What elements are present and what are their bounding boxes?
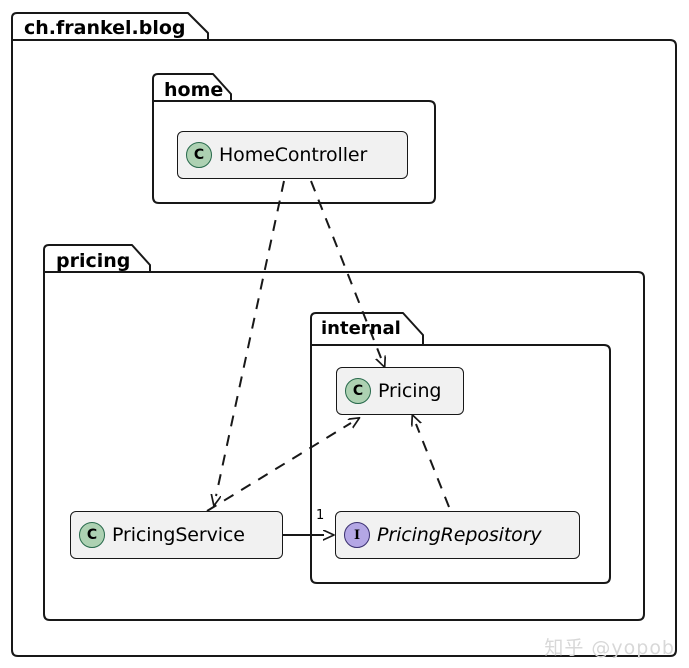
package-tab-root [11,12,209,40]
class-stereotype-icon: C [79,522,105,548]
watermark: 知乎 @yopob [544,637,675,659]
edge-pricingrepository-to-pricing [416,424,450,508]
package-tab-home [152,73,232,101]
class-stereotype-icon: C [186,142,212,168]
edge-pricingservice-to-pricing [206,423,351,512]
package-label-home: home [164,79,224,101]
package-label-ch-frankel-blog: ch.frankel.blog [24,17,186,39]
class-name-pricingservice: PricingService [112,524,245,546]
package-tab-pricing [43,244,151,272]
class-name-homecontroller: HomeController [219,144,368,166]
interface-stereotype-icon: I [344,522,370,548]
class-node-pricing[interactable]: C Pricing [336,367,464,415]
class-node-homecontroller[interactable]: C HomeController [177,131,408,179]
edge-homecontroller-to-pricingservice [216,180,285,496]
class-stereotype-icon: C [345,378,371,404]
package-label-pricing: pricing [56,250,131,272]
package-label-internal: internal [321,318,401,339]
package-tab-internal [310,312,424,345]
class-name-pricingrepository: PricingRepository [377,524,542,546]
class-node-pricingservice[interactable]: C PricingService [70,511,283,559]
class-name-pricing: Pricing [378,380,442,402]
edge-label-multiplicity: 1 [316,508,325,523]
class-node-pricingrepository[interactable]: I PricingRepository [335,511,580,559]
